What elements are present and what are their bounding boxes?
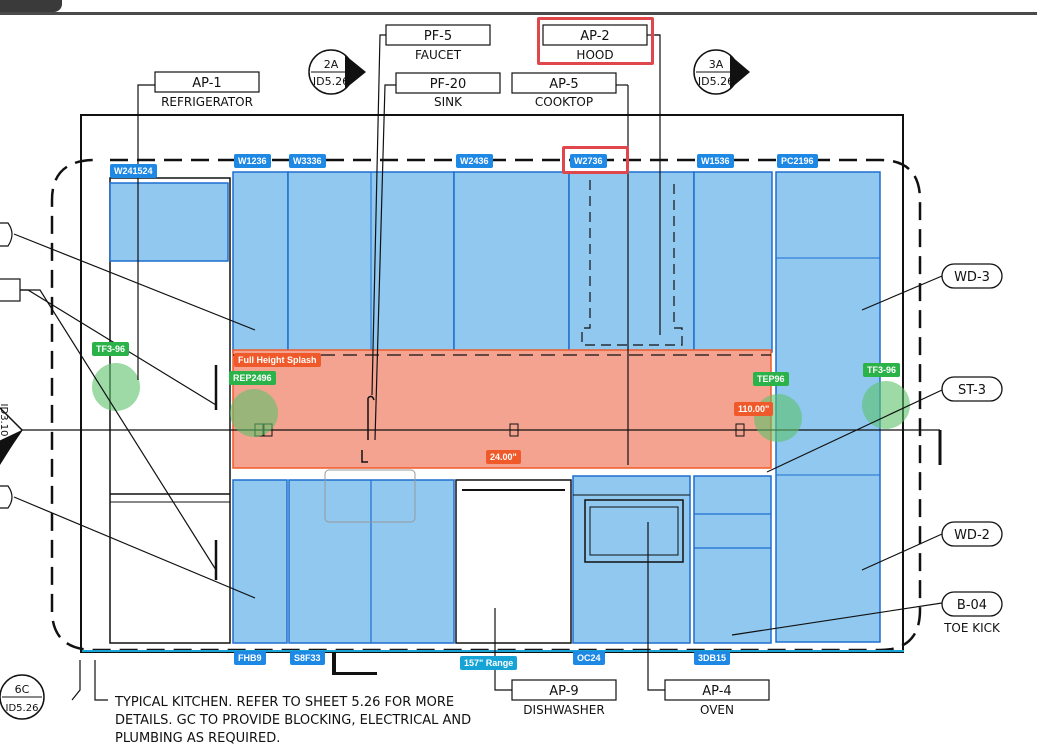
svg-text:ID5.26: ID5.26 [698, 75, 734, 88]
cabinet-w2736[interactable] [568, 171, 695, 353]
refrigerator-panel [109, 177, 231, 644]
tf-label-left[interactable]: TF3-96 [92, 342, 130, 356]
cabinet-fhb9[interactable] [232, 479, 288, 644]
cabinet-3db15[interactable] [693, 475, 772, 644]
section-marker-2a[interactable]: 2A ID5.26 [308, 49, 366, 95]
highlight-w2736-tag [562, 146, 629, 174]
callout-ap-9[interactable]: AP-9 DISHWASHER [511, 679, 617, 717]
viewer-header [0, 0, 1037, 15]
finish-tag-wd-3[interactable]: WD-3 [941, 263, 1003, 289]
rep-label[interactable]: REP2496 [229, 371, 276, 385]
header-divider [0, 12, 1037, 15]
svg-text:ST-3: ST-3 [958, 383, 986, 398]
header-tab[interactable] [0, 0, 62, 12]
finish-tag-b-04[interactable]: B-04 TOE KICK [941, 591, 1003, 635]
oven[interactable] [584, 499, 684, 563]
tf-marker-right[interactable] [862, 381, 910, 429]
svg-text:B-04: B-04 [957, 598, 987, 613]
dishwasher[interactable] [455, 479, 572, 644]
svg-text:ID5.26: ID5.26 [313, 75, 349, 88]
svg-text:TOE KICK: TOE KICK [943, 621, 1001, 635]
callout-name: HOOD [576, 48, 613, 62]
tf-label-right[interactable]: TF3-96 [863, 363, 901, 377]
dimension-height-label[interactable]: 24.00" [486, 450, 521, 464]
callout-code: PF-20 [430, 77, 467, 92]
callout-code: AP-9 [549, 684, 578, 699]
svg-text:TYPICAL KITCHEN. REFER TO SHEE: TYPICAL KITCHEN. REFER TO SHEET 5.26 FOR… [114, 695, 454, 710]
callout-name: DISHWASHER [523, 703, 604, 717]
callout-name: REFRIGERATOR [161, 95, 253, 109]
callout-name: FAUCET [415, 48, 462, 62]
callout-code: AP-5 [549, 77, 578, 92]
splash-label[interactable]: Full Height Splash [234, 353, 321, 367]
callout-ap-5[interactable]: AP-5 COOKTOP [511, 72, 617, 109]
section-marker-6c[interactable]: 6C ID5.26 [0, 674, 45, 720]
svg-text:ID3.10: ID3.10 [0, 404, 9, 437]
cabinet-oc24[interactable] [572, 475, 691, 644]
svg-text:WD-3: WD-3 [954, 270, 990, 285]
cabinet-tag-s8f33[interactable]: S8F33 [290, 651, 325, 665]
svg-text:6C: 6C [15, 683, 30, 696]
svg-text:3A: 3A [709, 58, 724, 71]
general-note: TYPICAL KITCHEN. REFER TO SHEET 5.26 FOR… [114, 695, 471, 746]
callout-code: AP-2 [580, 29, 609, 44]
callout-name: SINK [434, 95, 463, 109]
callout-code: PF-5 [424, 29, 452, 44]
lower-cabinets [232, 469, 772, 644]
cabinet-w1536[interactable] [693, 171, 773, 353]
callout-code: AP-1 [192, 76, 221, 91]
section-marker-id3-10[interactable]: ID3.10 [0, 404, 23, 465]
callout-ap-2[interactable]: AP-2 HOOD [542, 24, 648, 62]
callout-ap-4[interactable]: AP-4 OVEN [664, 679, 770, 717]
cabinet-w2436[interactable] [453, 171, 570, 353]
callout-pf-5[interactable]: PF-5 FAUCET [385, 24, 491, 62]
finish-tag-st-3[interactable]: ST-3 [941, 376, 1003, 402]
tep-label[interactable]: TEP96 [753, 372, 789, 386]
svg-text:PLUMBING AS REQUIRED.: PLUMBING AS REQUIRED. [115, 731, 280, 746]
rep-marker[interactable] [230, 389, 278, 437]
leader-lines [13, 34, 943, 701]
range-dimension-tag[interactable]: 157" Range [460, 656, 518, 670]
cabinet-tag-w3336[interactable]: W3336 [289, 154, 326, 168]
cabinet-tag-fhb9[interactable]: FHB9 [234, 651, 266, 665]
cabinet-tag-w1236[interactable]: W1236 [234, 154, 271, 168]
callout-code: AP-4 [702, 684, 731, 699]
callout-pf-20[interactable]: PF-20 SINK [395, 72, 501, 109]
svg-text:2A: 2A [324, 58, 339, 71]
cabinet-tag-w2436[interactable]: W2436 [456, 154, 493, 168]
faucet-symbol [361, 395, 375, 463]
cabinet-tag-3db15[interactable]: 3DB15 [694, 651, 731, 665]
callout-name: COOKTOP [535, 95, 593, 109]
cabinet-tag-w1536[interactable]: W1536 [697, 154, 734, 168]
cabinet-tag-oc24[interactable]: OC24 [573, 651, 605, 665]
cabinet-tag-w241524[interactable]: W241524 [110, 164, 157, 178]
dimension-right-label[interactable]: 110.00" [734, 402, 774, 416]
cabinet-tag-w2736[interactable]: W2736 [570, 154, 607, 168]
finish-tag-left-box[interactable] [0, 278, 21, 302]
svg-text:ID5.26: ID5.26 [6, 703, 39, 714]
highlight-hood-callout [537, 17, 654, 65]
cabinet-tag-pc2196[interactable]: PC2196 [777, 154, 818, 168]
finish-tag-left-upper[interactable] [0, 222, 13, 247]
tf-marker-left[interactable] [92, 363, 140, 411]
svg-text:DETAILS. GC TO PROVIDE BLOCKIN: DETAILS. GC TO PROVIDE BLOCKING, ELECTRI… [115, 713, 471, 728]
finish-tag-left-lower[interactable] [0, 485, 13, 509]
callout-ap-1[interactable]: AP-1 REFRIGERATOR [154, 71, 260, 109]
svg-text:WD-2: WD-2 [954, 528, 990, 543]
section-marker-3a[interactable]: 3A ID5.26 [693, 49, 750, 95]
callout-name: OVEN [700, 703, 734, 717]
finish-tag-wd-2[interactable]: WD-2 [941, 521, 1003, 547]
